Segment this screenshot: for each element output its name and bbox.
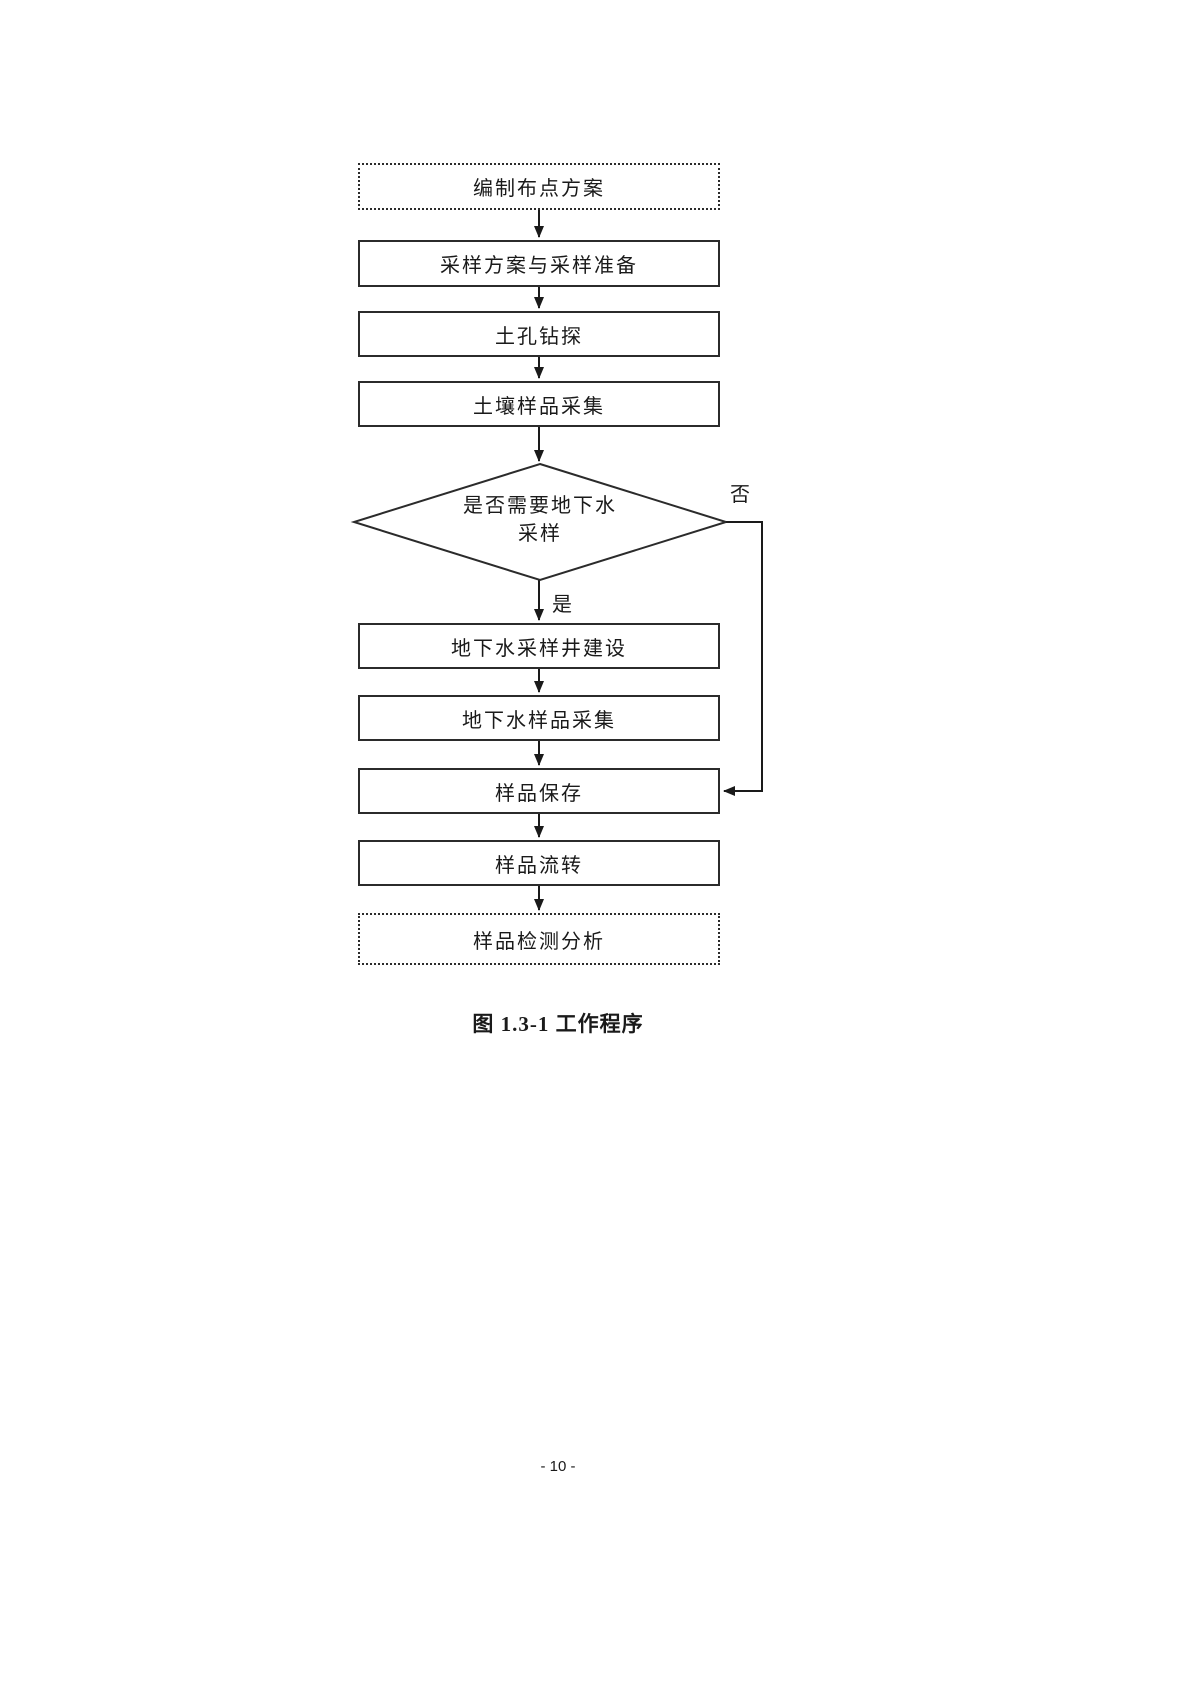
decision-yes-label: 是: [552, 594, 573, 616]
node-sample-transfer: 样品流转: [358, 840, 720, 886]
figure-caption: 图 1.3-1 工作程序: [472, 1012, 644, 1036]
node-sample-preservation: 样品保存: [358, 768, 720, 814]
node-sample-analysis: 样品检测分析: [358, 913, 720, 965]
node-soil-sample-collection: 土壤样品采集: [358, 381, 720, 427]
decision-groundwater-sampling-label: 是否需要地下水 采样: [463, 495, 617, 545]
node-soil-drilling: 土孔钻探: [358, 311, 720, 357]
node-sampling-prep: 采样方案与采样准备: [358, 240, 720, 287]
decision-no-label: 否: [730, 484, 751, 506]
page-number: - 10 -: [540, 1458, 576, 1475]
node-layout-plan: 编制布点方案: [358, 163, 720, 210]
no-branch-connector: [723, 521, 763, 796]
node-well-construction: 地下水采样井建设: [358, 623, 720, 669]
node-groundwater-sample-collection: 地下水样品采集: [358, 695, 720, 741]
